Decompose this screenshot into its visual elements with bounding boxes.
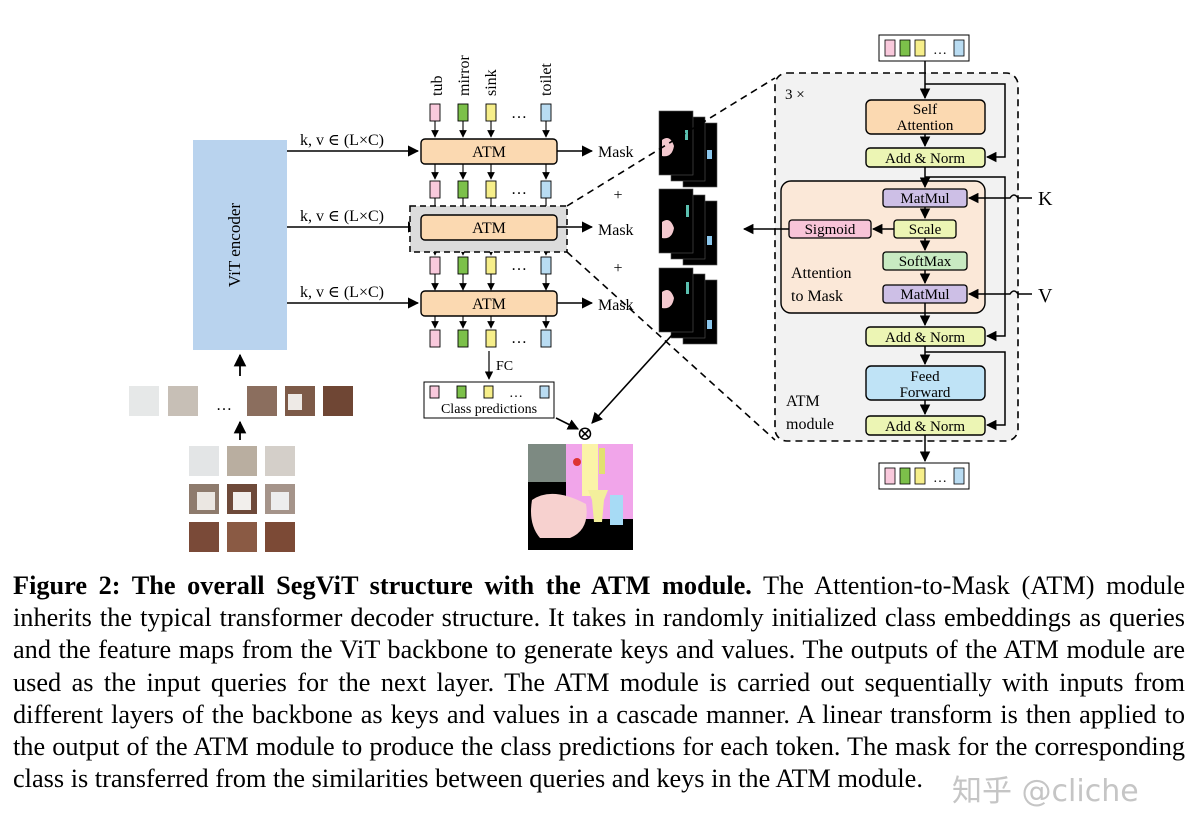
output-tokens <box>878 462 970 490</box>
zoom-lines <box>566 77 776 441</box>
atm-module-label-2: module <box>786 416 834 433</box>
mask-stack-2 <box>658 188 718 266</box>
v-label: V <box>1038 285 1053 307</box>
input-tokens-ellipsis: … <box>933 43 947 58</box>
matmul-label-2: MatMul <box>900 287 949 303</box>
detail-flow-arrows <box>742 61 1032 463</box>
attention-to-mask-label-2: to Mask <box>791 288 843 305</box>
matmul-label-1: MatMul <box>900 191 949 207</box>
class-name-mirror: mirror <box>456 54 473 96</box>
k-label: K <box>1038 188 1053 210</box>
scale-label: Scale <box>909 222 942 238</box>
atm-module-label-1: ATM <box>786 393 820 410</box>
caption-title: Figure 2: The overall SegViT structure w… <box>13 571 752 600</box>
token-row-1 <box>429 103 552 122</box>
sigmoid-label: Sigmoid <box>805 222 856 238</box>
plus-sign-1: + <box>613 187 622 204</box>
vit-encoder-block <box>193 140 287 350</box>
patch-ellipsis: … <box>216 397 232 414</box>
atm-label-1: ATM <box>472 144 506 161</box>
patch-sequence <box>129 386 353 416</box>
add-norm-label-1: Add & Norm <box>885 151 965 167</box>
segvit-diagram: ViT encoder k, v ∈ (L×C) k, v ∈ (L×C) k,… <box>129 34 1053 552</box>
prediction-ellipsis: … <box>509 386 523 401</box>
input-tokens <box>878 34 970 62</box>
token-row-2 <box>429 180 552 199</box>
atm-label-2: ATM <box>472 220 506 237</box>
class-name-ellipsis: … <box>511 105 527 122</box>
atm-label-3: ATM <box>472 296 506 313</box>
token-row-4 <box>429 329 552 348</box>
fc-label: FC <box>496 359 513 374</box>
otimes-symbol: ⊗ <box>577 423 594 445</box>
softmax-label: SoftMax <box>899 254 952 270</box>
feed-forward-label-2: Forward <box>900 385 951 401</box>
kv-label-3: k, v ∈ (L×C) <box>300 284 384 301</box>
attention-to-mask-label-1: Attention <box>791 265 851 282</box>
class-predictions-label: Class predictions <box>441 402 537 417</box>
token-ellipsis-2: … <box>511 181 527 198</box>
vit-encoder-label: ViT encoder <box>225 203 244 287</box>
mask-arrows <box>557 145 594 309</box>
mask-label-3: Mask <box>598 297 634 314</box>
mask-label-2: Mask <box>598 222 634 239</box>
output-tokens-ellipsis: … <box>933 471 947 486</box>
prediction-tokens <box>429 385 550 399</box>
kv-arrows <box>287 145 420 309</box>
patch-grid <box>189 446 295 552</box>
class-name-tub: tub <box>429 76 446 96</box>
add-norm-label-3: Add & Norm <box>885 419 965 435</box>
figure-caption: Figure 2: The overall SegViT structure w… <box>13 570 1185 795</box>
plus-sign-2: + <box>613 260 622 277</box>
mask-stack-1 <box>658 110 718 188</box>
self-attention-label-2: Attention <box>897 118 954 134</box>
class-name-toilet: toilet <box>538 63 555 96</box>
caption-text: The Attention-to-Mask (ATM) module inher… <box>13 571 1185 794</box>
token-ellipsis-4: … <box>511 330 527 347</box>
feed-forward-label-1: Feed <box>910 369 940 385</box>
repeat-label: 3 × <box>785 87 805 103</box>
token-ellipsis-3: … <box>511 257 527 274</box>
otimes-arrows <box>555 334 673 430</box>
mask-label-1: Mask <box>598 144 634 161</box>
kv-label-2: k, v ∈ (L×C) <box>300 208 384 225</box>
kv-label-1: k, v ∈ (L×C) <box>300 132 384 149</box>
watermark: 知乎 @cliche <box>952 774 1139 809</box>
add-norm-label-2: Add & Norm <box>885 330 965 346</box>
self-attention-label-1: Self <box>913 102 937 118</box>
token-row-3 <box>429 256 552 275</box>
output-segmentation <box>528 444 633 550</box>
class-name-sink: sink <box>483 69 500 96</box>
attention-to-mask-panel <box>780 180 986 314</box>
mask-stack-3 <box>658 267 718 345</box>
